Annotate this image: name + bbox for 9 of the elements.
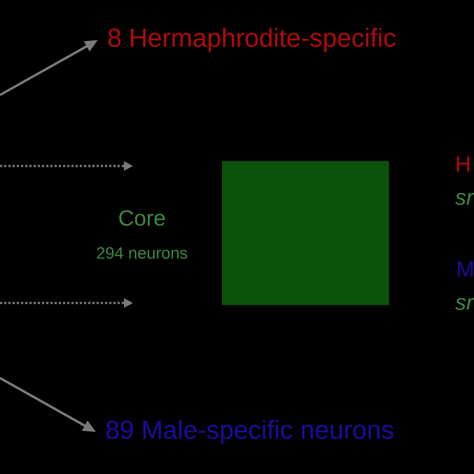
core-label: Core (119, 210, 165, 226)
side-label: H (457, 156, 470, 172)
category-label: 8 Hermaphrodite-specific (108, 28, 396, 52)
core-label: 294 neurons (96, 247, 188, 259)
side-label: sr (455, 298, 474, 310)
category-label: 89 Male-specific neurons (106, 420, 394, 444)
core-square (222, 161, 389, 305)
side-label: sr (455, 192, 474, 206)
side-label: M (458, 261, 473, 277)
